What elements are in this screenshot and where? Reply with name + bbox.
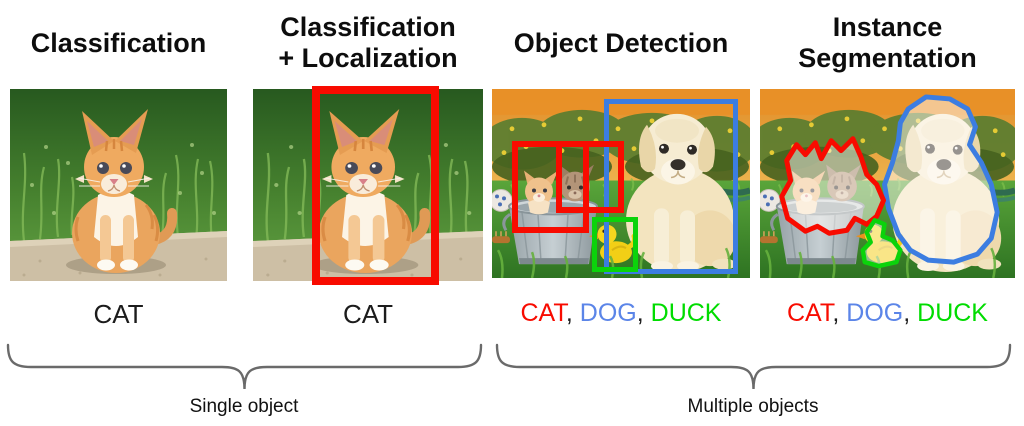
caption-single-object: Single object (189, 396, 299, 417)
mask-cats (779, 136, 887, 236)
predicted-labels: CAT, DOG, DUCK (520, 299, 722, 327)
panel-title-object-detection: Object Detection (513, 27, 729, 58)
group-braces (6, 343, 1012, 390)
mask-dog (882, 94, 1000, 265)
predicted-label: CAT (342, 299, 394, 329)
mask-duck (860, 218, 903, 269)
caption-multiple-objects: Multiple objects (687, 396, 819, 417)
predicted-label: CAT (93, 299, 144, 329)
panel-title-instance-segmentation: Instance Segmentation (798, 12, 977, 73)
predicted-labels: CAT, DOG, DUCK (787, 299, 988, 327)
single-object-brace (6, 343, 483, 390)
pets-photo-detection (492, 89, 750, 278)
bbox-dog (604, 99, 738, 274)
kitten-photo-localized (253, 86, 483, 285)
bbox-cat-left (512, 141, 589, 233)
bbox-cat (312, 86, 439, 285)
panel-title-classification: Classification (30, 27, 207, 58)
multiple-objects-brace (495, 343, 1012, 390)
panel-instance-segmentation: Instance Segmentation CAT, DOG, DUCK (760, 0, 1015, 426)
pets-photo-segmentation (760, 89, 1015, 278)
panel-object-detection: Object Detection CAT, DOG, DUCK (492, 0, 750, 426)
kitten-photo (10, 89, 227, 281)
panel-classification: Classification CAT (10, 0, 227, 426)
bbox-duck (592, 217, 638, 272)
panel-classification-localization: Classification + Localization CAT (253, 0, 483, 426)
panel-title-classification-localization: Classification + Localization (278, 12, 458, 73)
bbox-cat-right (556, 141, 624, 213)
